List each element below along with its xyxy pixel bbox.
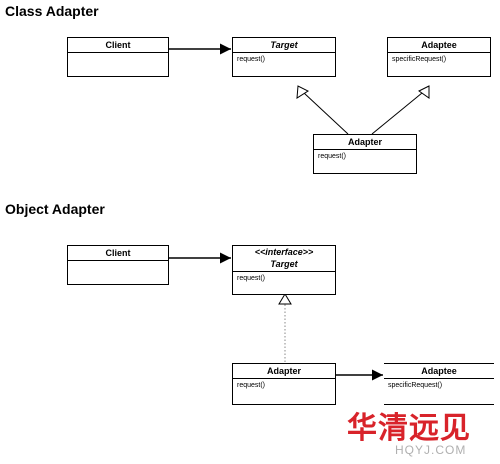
class-name: Adapter	[314, 135, 416, 150]
method: request()	[237, 275, 266, 282]
method: request()	[318, 153, 347, 160]
watermark-logo: 华清远见 HQYJ.COM	[347, 412, 495, 460]
class-name: Client	[68, 38, 168, 53]
abstract-class-name: Target	[270, 40, 298, 50]
stereotype-label: <<interface>>	[254, 247, 314, 257]
class-name: Adaptee	[388, 38, 490, 53]
method-list: request()	[233, 53, 335, 67]
method-list: request()	[233, 379, 335, 393]
method-list: request()	[314, 150, 416, 164]
class-adapter-target-box[interactable]: Target request()	[232, 37, 336, 77]
object-adapter-target-box[interactable]: <<interface>> Target request()	[232, 245, 336, 295]
method-list: specificRequest()	[388, 53, 490, 67]
class-adapter-adaptee-generalization	[371, 92, 423, 135]
class-generalization-arrowhead-adaptee	[418, 85, 430, 99]
object-adapter-adaptee-box[interactable]: Adaptee specificRequest()	[384, 363, 494, 405]
section-title-class-adapter: Class Adapter	[5, 3, 99, 19]
class-name: Adaptee	[384, 364, 494, 379]
object-adapter-adapter-box[interactable]: Adapter request()	[232, 363, 336, 405]
object-realization-arrowhead	[278, 293, 292, 305]
class-generalization-arrowhead-target	[296, 85, 310, 99]
method-list: specificRequest()	[384, 379, 494, 393]
class-adapter-adaptee-box[interactable]: Adaptee specificRequest()	[387, 37, 491, 77]
section-title-object-adapter: Object Adapter	[5, 201, 105, 217]
watermark-subtext: HQYJ.COM	[395, 443, 467, 457]
class-name: <<interface>> Target	[233, 246, 335, 272]
interface-name: Target	[270, 259, 298, 269]
class-name: Target	[233, 38, 335, 53]
object-adapter-client-box[interactable]: Client	[67, 245, 169, 285]
method-list: request()	[233, 272, 335, 286]
method: request()	[237, 56, 266, 63]
class-name: Adapter	[233, 364, 335, 379]
class-adapter-adapter-box[interactable]: Adapter request()	[313, 134, 417, 174]
class-adapter-target-generalization	[303, 92, 349, 135]
class-adapter-client-box[interactable]: Client	[67, 37, 169, 77]
method: specificRequest()	[392, 56, 447, 63]
class-name: Client	[68, 246, 168, 261]
watermark-text: 华清远见	[347, 411, 471, 446]
method: request()	[237, 382, 266, 389]
method: specificRequest()	[388, 382, 443, 389]
